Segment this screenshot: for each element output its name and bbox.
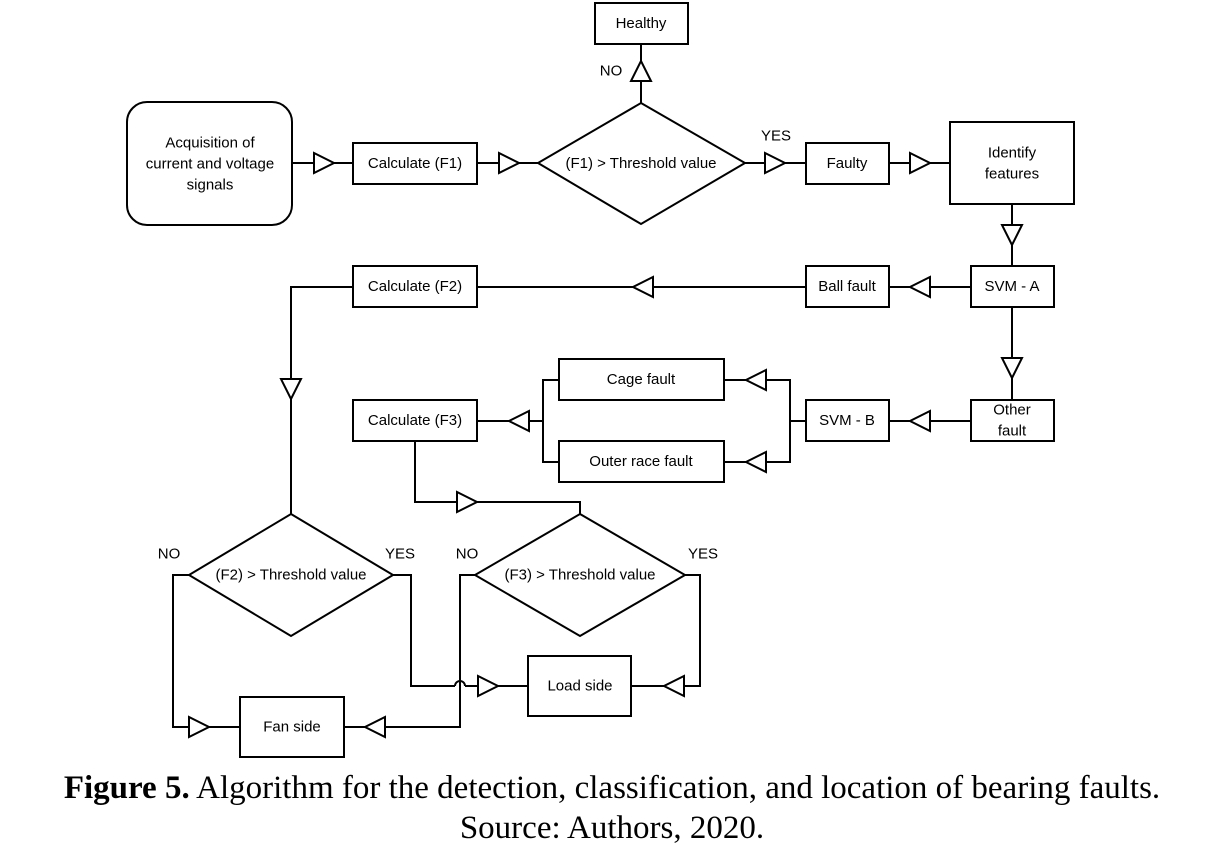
arrowhead-down [1000, 224, 1024, 248]
arrowhead-left [743, 368, 767, 392]
label-f1-yes: YES [761, 128, 791, 145]
decision-f1-label: (F1) > Threshold value [565, 155, 716, 172]
node-healthy: Healthy [594, 2, 689, 45]
decision-f2: (F2) > Threshold value [187, 512, 395, 638]
arrowhead-right [456, 490, 480, 514]
arrowhead-right [909, 151, 933, 175]
node-outer-race-fault-label: Outer race fault [589, 453, 693, 470]
arrowhead-down [279, 378, 303, 402]
caption-line: Figure 5. Algorithm for the detection, c… [0, 768, 1224, 808]
node-healthy-label: Healthy [616, 15, 667, 32]
arrowhead-left [907, 275, 931, 299]
branch-labels: NO YES NO YES NO YES [158, 63, 791, 563]
node-acquisition-line-2: current and voltage [146, 156, 274, 173]
node-calculate-f3: Calculate (F3) [352, 399, 478, 442]
node-load-side: Load side [527, 655, 632, 717]
arrowhead-left [630, 275, 654, 299]
arrowhead-left [661, 674, 685, 698]
arrowhead-down [1000, 357, 1024, 381]
arrowhead-left [743, 450, 767, 474]
node-calculate-f3-label: Calculate (F3) [368, 412, 462, 429]
node-faulty: Faulty [805, 142, 890, 185]
arrowheads [188, 58, 1024, 739]
arrowhead-left [362, 715, 386, 739]
node-calculate-f1-label: Calculate (F1) [368, 155, 462, 172]
flowchart-diagram: Healthy Acquisition of current and volta… [126, 2, 1075, 758]
edge-cage-join [542, 379, 559, 421]
node-ball-fault: Ball fault [805, 265, 890, 308]
label-f2-yes: YES [385, 546, 415, 563]
node-acquisition: Acquisition of current and voltage signa… [126, 101, 293, 226]
node-other-fault-line-2: fault [998, 423, 1027, 440]
figure-caption: Figure 5. Algorithm for the detection, c… [0, 768, 1224, 848]
node-identify-features: Identify features [949, 121, 1075, 205]
decision-f3: (F3) > Threshold value [473, 512, 687, 638]
arrowhead-right [477, 674, 501, 698]
arrowhead-right [188, 715, 212, 739]
node-cage-fault: Cage fault [558, 358, 725, 401]
node-cage-fault-label: Cage fault [607, 371, 676, 388]
node-load-side-label: Load side [547, 678, 612, 695]
node-svm-b: SVM - B [805, 399, 890, 442]
label-f3-no: NO [456, 546, 479, 563]
node-svm-a-label: SVM - A [984, 278, 1039, 295]
caption-text: Algorithm for the detection, classificat… [189, 770, 1161, 806]
edge-calc-f3-decision-f3 [414, 441, 581, 514]
label-f2-no: NO [158, 546, 181, 563]
node-identify-line-2: features [985, 166, 1039, 183]
edge-outer-join [542, 421, 559, 463]
node-fan-side-label: Fan side [263, 719, 321, 736]
node-ball-fault-label: Ball fault [818, 278, 876, 295]
edge-decision-f2-yes-load [393, 574, 455, 687]
arrowhead-left [506, 409, 530, 433]
node-identify-line-1: Identify [988, 145, 1037, 162]
node-acquisition-line-3: signals [187, 177, 234, 194]
edge-calc-f2-decision-f2 [290, 286, 353, 514]
decision-f1: (F1) > Threshold value [536, 101, 747, 226]
node-outer-race-fault: Outer race fault [558, 440, 725, 483]
caption-figure-number: Figure 5. [63, 770, 190, 806]
label-f3-yes: YES [688, 546, 718, 563]
connectors [172, 44, 1013, 728]
node-svm-b-label: SVM - B [819, 412, 875, 429]
node-svm-a: SVM - A [970, 265, 1055, 308]
edge-decision-f3-no-fan [344, 574, 475, 728]
caption-source: Source: Authors, 2020. [459, 810, 765, 846]
arrowhead-right [764, 151, 788, 175]
node-calculate-f1: Calculate (F1) [352, 142, 478, 185]
node-other-fault-line-1: Other [993, 402, 1031, 419]
decision-f3-label: (F3) > Threshold value [504, 567, 655, 584]
label-f1-no: NO [600, 63, 623, 80]
arrowhead-up [629, 58, 653, 82]
arrowhead-left [907, 409, 931, 433]
node-acquisition-line-1: Acquisition of [165, 135, 255, 152]
node-faulty-label: Faulty [827, 155, 868, 172]
arrowhead-right [313, 151, 337, 175]
node-other-fault: Other fault [970, 399, 1055, 442]
node-fan-side: Fan side [239, 696, 345, 758]
node-calculate-f2-label: Calculate (F2) [368, 278, 462, 295]
decision-f2-label: (F2) > Threshold value [215, 567, 366, 584]
node-calculate-f2: Calculate (F2) [352, 265, 478, 308]
arrowhead-right [498, 151, 522, 175]
